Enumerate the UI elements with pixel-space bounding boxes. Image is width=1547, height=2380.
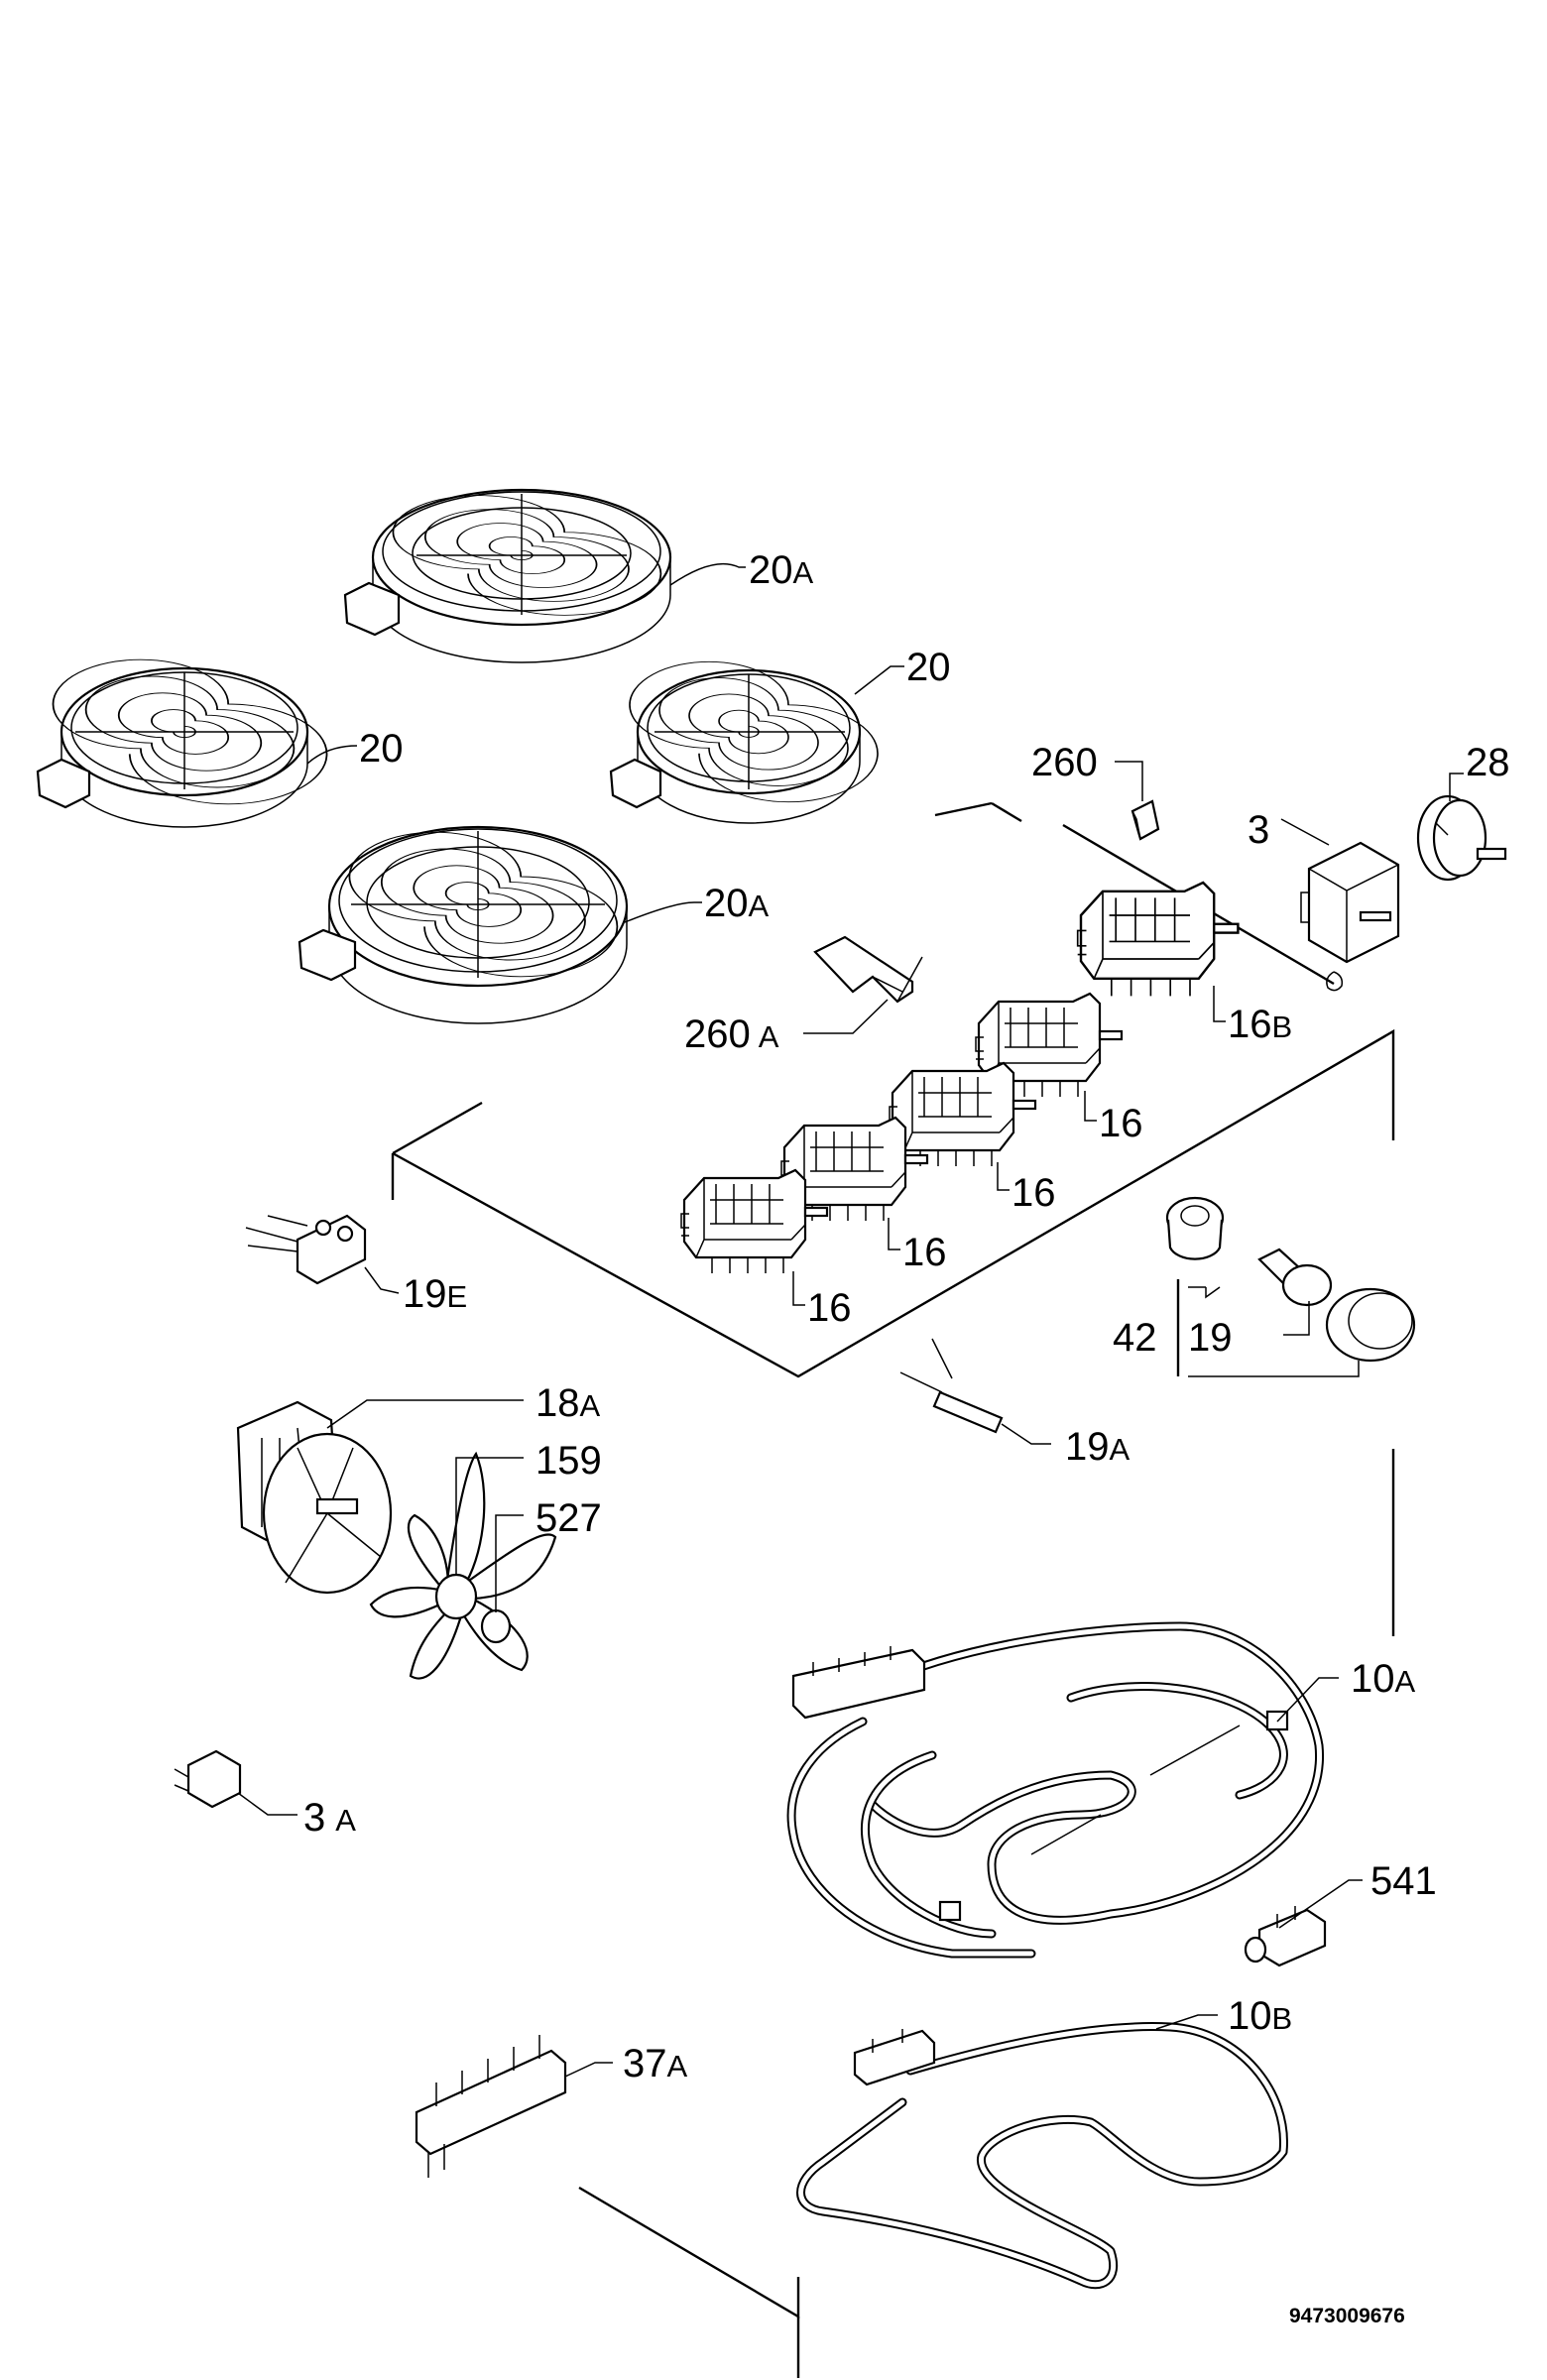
label-37a: 37A [623, 2042, 688, 2085]
part-159-fan-blade [369, 1451, 557, 1680]
part-28-knob [1416, 794, 1507, 882]
part-19-lamp [1257, 1248, 1333, 1307]
label-19e: 19E [403, 1272, 467, 1316]
switch-16-2 [888, 1061, 1037, 1168]
label-20a-bottom: 20A [704, 882, 770, 925]
label-159: 159 [536, 1439, 602, 1483]
hotplate-20-left [36, 658, 328, 828]
part-18a-fan-motor [236, 1400, 393, 1595]
part-42-lamp-holder [1165, 1196, 1225, 1260]
hotplate-20a-top [343, 488, 672, 663]
label-19a: 19A [1065, 1425, 1130, 1469]
part-3-thermostat [1300, 841, 1400, 964]
label-10a: 10A [1351, 1657, 1416, 1701]
part-19e-terminal [245, 1214, 367, 1285]
part-37a-terminal-block [415, 2035, 567, 2178]
label-20a-top: 20A [749, 548, 814, 592]
label-16-3: 16 [902, 1231, 947, 1274]
leader-lines [237, 562, 1464, 2078]
diagram-code: 9473009676 [1289, 2305, 1405, 2327]
label-20-right: 20 [906, 646, 951, 689]
label-260: 260 [1031, 741, 1098, 784]
hotplate-20-right [609, 660, 879, 824]
label-16b: 16B [1228, 1003, 1292, 1046]
part-10a-grill-element [786, 1621, 1324, 1959]
label-18a: 18A [536, 1381, 601, 1425]
part-10b-bottom-element [796, 2022, 1288, 2290]
label-42: 42 [1113, 1316, 1157, 1360]
part-19a-sensor [899, 1338, 1004, 1434]
label-16-4: 16 [807, 1286, 852, 1330]
label-541: 541 [1370, 1859, 1437, 1903]
switch-16-4 [679, 1168, 829, 1275]
part-3a-connector [174, 1749, 242, 1809]
label-10b: 10B [1228, 1994, 1292, 2038]
label-16-1: 16 [1099, 1102, 1143, 1145]
part-260-clip [1130, 799, 1160, 841]
part-lamp-cover [1325, 1287, 1416, 1363]
label-20-left: 20 [359, 727, 404, 771]
part-541-clip [1244, 1906, 1327, 1967]
label-527: 527 [536, 1496, 602, 1540]
label-19: 19 [1188, 1316, 1233, 1360]
switch-16b [1076, 881, 1240, 998]
frame-lines [391, 801, 1395, 2378]
label-16-2: 16 [1012, 1171, 1056, 1215]
hotplate-20a-bottom [298, 825, 629, 1024]
label-3: 3 [1248, 808, 1269, 852]
label-28: 28 [1466, 741, 1510, 784]
part-260a-bracket [813, 935, 923, 1004]
